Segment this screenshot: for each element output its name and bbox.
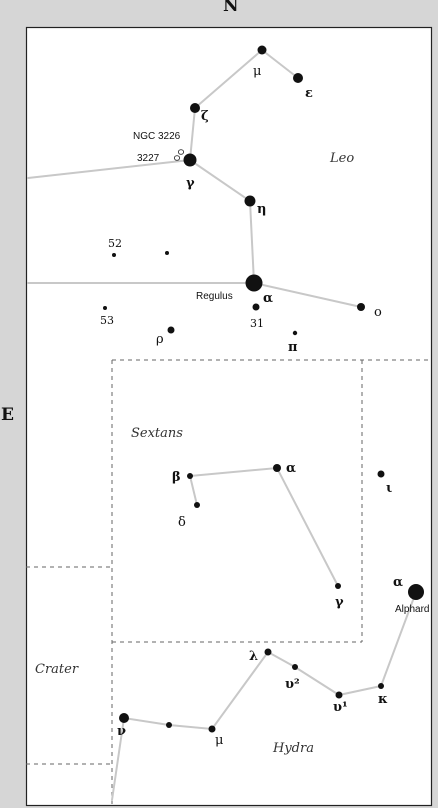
star-hya-upsilon1 [335, 691, 343, 699]
label-sex-delta: δ [178, 515, 186, 530]
galaxy-pair-icon [173, 149, 185, 161]
label-hya-lambda: λ [249, 649, 258, 664]
label-ngc3227: 3227 [137, 153, 160, 164]
chart-frame [25, 26, 433, 807]
label-leo-eta: η [257, 202, 266, 217]
stars [103, 45, 424, 733]
galaxy-ngc3227-icon [173, 155, 181, 161]
star-hya-upsilon2 [292, 664, 298, 670]
star-leo-mu [257, 45, 267, 55]
label-sex-gamma: γ [335, 595, 344, 610]
label-hya-nu: ν [117, 724, 126, 739]
constellation-name-sextans: Sextans [131, 426, 183, 441]
label-hya-alpha: α [393, 575, 403, 590]
star-leo-alpha [245, 274, 263, 292]
constellation-name-crater: Crater [35, 662, 79, 677]
label-regulus: Regulus [196, 291, 233, 302]
star-hya-iota [377, 470, 385, 478]
label-leo-52: 52 [108, 237, 122, 250]
label-leo-gamma: γ [186, 176, 195, 191]
star-hya-mu [208, 725, 216, 733]
star-sex-beta [187, 473, 193, 479]
star-leo-pi [292, 330, 298, 336]
label-alphard: Alphard [395, 604, 429, 615]
constellation-boundaries [26, 359, 432, 805]
compass-east: E [1, 405, 14, 425]
label-hya-kappa: κ [378, 692, 388, 707]
star-hya-nu [119, 713, 129, 723]
star-hya-kappa [378, 683, 384, 689]
star-leo-zeta [190, 103, 200, 113]
label-leo-alpha: α [263, 291, 273, 306]
sextans-line [188, 466, 339, 587]
label-sex-alpha: α [286, 461, 296, 476]
star-hya-unlabeled [166, 722, 172, 728]
label-hya-mu: μ [215, 733, 223, 748]
star-sex-gamma [335, 583, 341, 589]
label-hya-upsilon2: υ² [285, 677, 300, 692]
label-sex-beta: β [172, 470, 181, 485]
label-leo-omicron: o [374, 305, 382, 320]
star-leo-31 [252, 303, 260, 311]
compass-north: N [223, 0, 239, 16]
label-leo-pi: π [288, 340, 298, 355]
star-leo-52 [112, 253, 116, 257]
label-hya-iota: ι [386, 481, 392, 496]
star-hya-alpha [408, 584, 424, 600]
label-leo-31: 31 [250, 317, 264, 330]
star-leo-epsilon [293, 73, 303, 83]
star-leo-unlabeled [165, 251, 169, 255]
label-leo-zeta: ζ [201, 109, 209, 124]
star-sex-delta [194, 502, 200, 508]
star-leo-53 [103, 306, 107, 310]
star-hya-lambda [264, 648, 272, 656]
star-leo-rho [167, 326, 175, 334]
label-leo-53: 53 [100, 314, 114, 327]
star-sex-alpha [273, 464, 281, 472]
star-leo-eta [244, 195, 256, 207]
star-leo-gamma [183, 153, 197, 167]
label-leo-mu: μ [253, 64, 261, 79]
constellation-name-leo: Leo [329, 151, 354, 166]
label-leo-epsilon: ε [305, 86, 313, 101]
label-hya-upsilon1: υ¹ [333, 700, 348, 715]
leo-line-gamma-west [27, 159, 191, 179]
label-ngc3226: NGC 3226 [133, 131, 181, 142]
constellation-name-hydra: Hydra [272, 741, 314, 756]
star-leo-omicron [357, 303, 365, 311]
galaxy-ngc3226-icon [177, 149, 185, 155]
label-leo-rho: ρ [156, 332, 164, 347]
